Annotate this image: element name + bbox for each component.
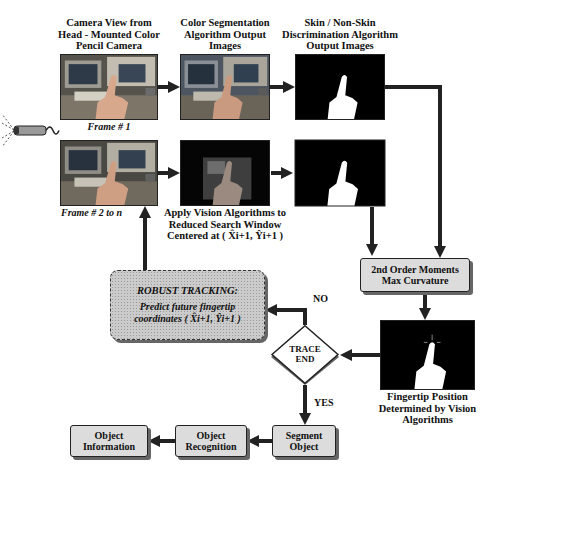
process-box: Segment Object [272,425,336,457]
view-ray [2,131,14,147]
camera-cable [46,127,59,134]
camera-frame-image: Frame # 2 to n [60,140,158,206]
box-label: Segment Object [278,430,330,453]
frame-caption: Frame # 2 to n [61,207,122,219]
image-picture [181,55,269,119]
image-caption: Apply Vision Algorithms to Reduced Searc… [160,207,290,242]
hand-shape [213,75,243,119]
flow-arrow [385,87,440,248]
box-label: 2nd Order Moments Max Curvature [366,264,464,287]
scene-shape [432,335,433,341]
camera-lens [14,127,19,134]
box-heading: ROBUST TRACKING: [137,285,238,298]
skin-image [295,140,385,206]
scene-shape [145,88,155,95]
view-ray [2,123,14,130]
image-ground [295,140,385,206]
flow-arrow [257,439,272,443]
scene-shape [207,161,225,174]
scene-shape [234,64,259,82]
image-picture [381,321,474,389]
box-label: Object Information [76,430,142,453]
flow-arrow [423,292,427,310]
hand-shape [213,161,243,205]
skin-image: Skin / Non-Skin Discrimination Algorithm… [295,54,385,120]
decision-label: TRACE END [283,345,327,365]
flow-arrow [270,85,285,89]
image-frame [295,140,385,206]
flow-arrow [158,85,170,89]
view-ray [2,114,14,130]
scene-shape [296,55,384,119]
image-heading: Skin / Non-Skin Discrimination Algorithm… [274,17,406,52]
flow-arrow [158,171,170,175]
flow-arrow [303,385,307,415]
scene-shape [65,60,101,87]
segmentation-image: Color Segmentation Algorithm Output Imag… [180,54,270,120]
segmentation-image: Apply Vision Algorithms to Reduced Searc… [180,140,270,206]
image-picture [61,141,157,205]
edge-label: NO [311,293,330,305]
scene-shape [61,55,157,119]
process-box: 2nd Order Moments Max Curvature [360,258,470,292]
camera-body [14,126,46,135]
hand-shape [414,342,446,389]
image-picture [296,55,384,119]
scene-shape [381,321,474,389]
flow-arrow [143,216,147,270]
hand-shape [96,75,129,119]
hand-shape [328,75,358,119]
diamond-shape [272,326,338,383]
hand-shape [327,161,358,206]
scene-shape [437,342,441,343]
hand-shape [96,161,129,205]
box-label: Predict future fingertip coordinates ( X… [118,301,257,325]
flow-arrow [158,439,175,443]
scene-shape [258,88,267,95]
box-label: Object Recognition [181,430,241,453]
pencil-camera [2,114,59,147]
process-box: Object Information [70,425,148,457]
decision-diamond: TRACE END [270,325,340,385]
scene-shape [181,55,269,119]
scene-shape [69,64,98,84]
image-caption: Fingertip Position Determined by Vision … [370,391,486,426]
image-heading: Camera View from Head - Mounted Color Pe… [53,17,165,52]
scene-shape [185,60,218,87]
image-picture [181,141,269,205]
scene-shape [188,64,214,84]
scene-shape [61,141,157,205]
process-box: Object Recognition [175,425,247,457]
flow-arrow [350,353,380,357]
scene-shape [181,141,269,205]
flow-arrow [271,171,283,175]
scene-shape [145,174,155,181]
view-ray [2,131,14,138]
scene-shape [69,150,98,170]
tracking-box: ROBUST TRACKING: Predict future fingertip… [110,270,265,340]
frame-caption: Frame # 1 [64,121,154,133]
scene-shape [424,342,428,343]
scene-shape [119,150,146,168]
image-picture [61,55,157,119]
flow-arrow [370,207,374,246]
scene-shape [65,146,101,173]
fingertip-image: Fingertip Position Determined by Vision … [380,320,475,390]
image-heading: Color Segmentation Algorithm Output Imag… [171,17,279,52]
camera-frame-image: Camera View from Head - Mounted Color Pe… [60,54,158,120]
scene-shape [119,64,146,82]
edge-label: YES [312,397,335,409]
flow-arrow [275,310,305,325]
